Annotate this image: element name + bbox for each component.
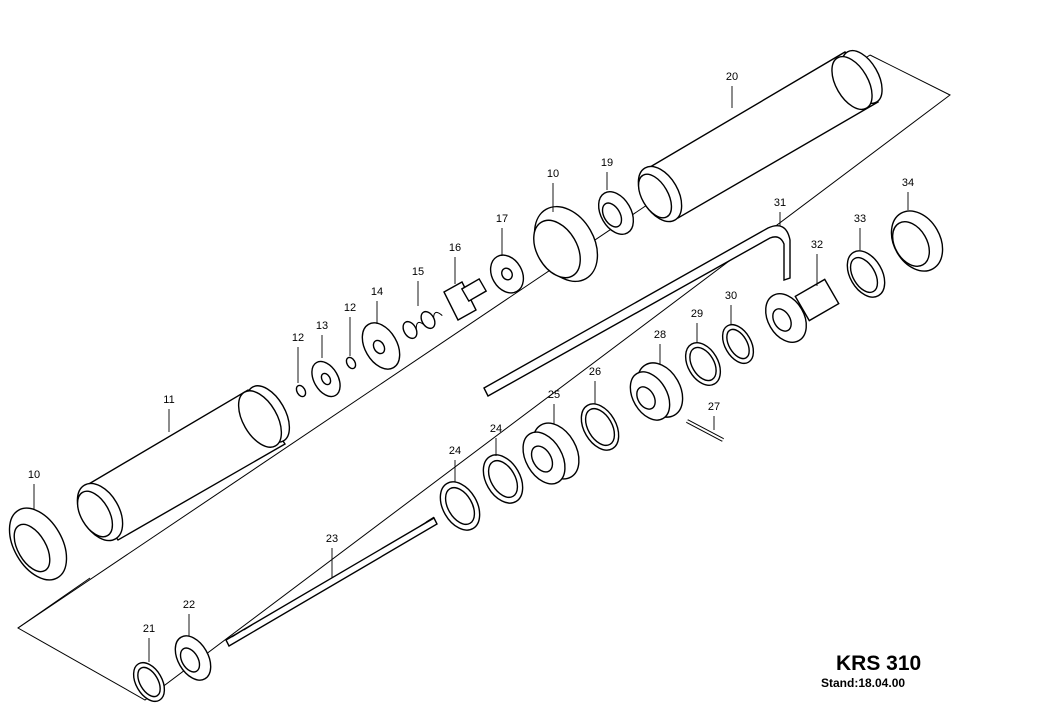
label-part-26: 26 xyxy=(589,366,601,378)
part-11-tube xyxy=(76,385,291,542)
label-part-32: 32 xyxy=(811,239,823,251)
part-12-ring-a xyxy=(295,384,307,398)
model-title: KRS 310 xyxy=(836,652,922,675)
part-27-pin xyxy=(686,419,724,442)
label-part-19: 19 xyxy=(601,157,613,169)
label-part-17: 17 xyxy=(496,213,508,225)
assembly-frame-line xyxy=(17,54,951,701)
label-part-34: 34 xyxy=(902,177,914,189)
part-29-oring xyxy=(684,342,722,386)
label-part-13: 13 xyxy=(316,320,328,332)
label-part-22: 22 xyxy=(183,599,195,611)
part-25-sleeve xyxy=(522,422,580,485)
part-34-nut xyxy=(890,210,944,272)
label-part-12-b: 12 xyxy=(344,302,356,314)
label-part-24-a: 24 xyxy=(449,445,461,457)
part-15-spring xyxy=(402,310,443,340)
part-13-washer xyxy=(311,360,341,398)
part-22-washer xyxy=(174,635,212,681)
label-part-14: 14 xyxy=(371,286,383,298)
part-33-seal xyxy=(846,250,886,298)
part-14-disc xyxy=(361,322,401,370)
leader-lines xyxy=(33,86,909,662)
label-part-10-lower: 10 xyxy=(28,469,40,481)
label-part-23: 23 xyxy=(326,533,338,545)
label-part-15: 15 xyxy=(412,266,424,278)
part-26-oring xyxy=(580,403,620,451)
part-16-valve xyxy=(443,277,488,321)
revision-date: Stand:18.04.00 xyxy=(821,676,906,690)
label-part-31: 31 xyxy=(774,197,786,209)
label-part-27: 27 xyxy=(708,401,720,413)
label-part-28: 28 xyxy=(654,329,666,341)
part-30-oring xyxy=(721,323,755,365)
label-part-16: 16 xyxy=(449,242,461,254)
label-part-29: 29 xyxy=(691,308,703,320)
label-part-20: 20 xyxy=(726,71,738,83)
label-part-30: 30 xyxy=(725,290,737,302)
part-24-ring-b xyxy=(482,454,524,504)
part-31-rod xyxy=(483,225,791,397)
part-24-ring-a xyxy=(439,481,481,531)
label-part-33: 33 xyxy=(854,213,866,225)
label-part-25: 25 xyxy=(548,389,560,401)
part-23-threaded-rod xyxy=(225,516,438,647)
label-part-21: 21 xyxy=(143,623,155,635)
part-32-head xyxy=(765,278,840,343)
label-part-12-a: 12 xyxy=(292,332,304,344)
label-part-24-b: 24 xyxy=(490,423,502,435)
label-part-11: 11 xyxy=(163,394,174,406)
label-part-10-upper: 10 xyxy=(547,168,559,180)
part-12-ring-b xyxy=(345,356,357,370)
part-28-piston xyxy=(629,362,684,421)
part-20-tube xyxy=(637,49,883,223)
part-21-ring xyxy=(132,661,166,703)
part-19-seal xyxy=(597,191,635,235)
part-17-washer xyxy=(489,254,525,294)
part-10-nut-upper xyxy=(533,205,599,283)
part-10-nut-lower xyxy=(8,507,68,581)
